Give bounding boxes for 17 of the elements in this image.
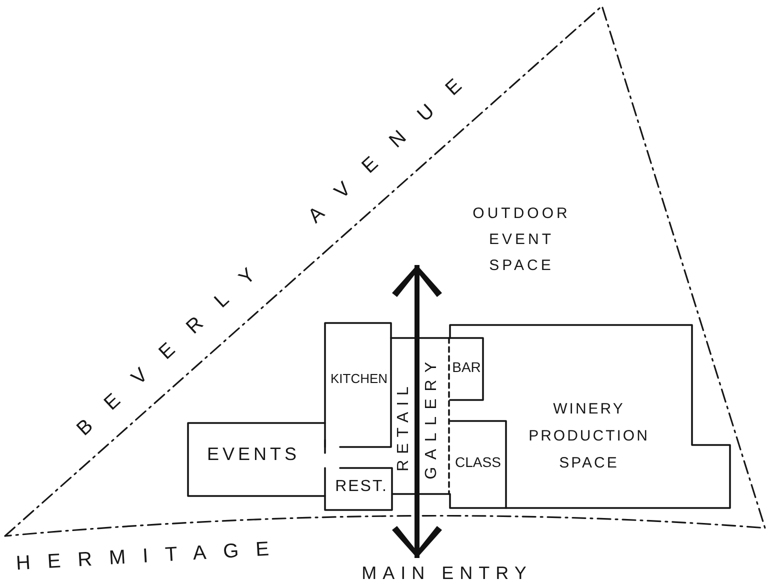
room-outline — [325, 323, 391, 448]
room-outline — [450, 421, 506, 508]
room-label: EVENTS — [206, 443, 300, 465]
room-label: KITCHEN — [330, 371, 388, 387]
room-label: GALLERY — [424, 354, 440, 479]
area-label: OUTDOOR EVENT SPACE — [472, 204, 570, 276]
room-label: RETAIL — [396, 380, 412, 472]
room-label: BAR — [452, 359, 481, 375]
site-boundary — [5, 6, 765, 537]
street-label: HERMITAGE — [14, 536, 286, 576]
entry-label: MAIN ENTRY — [362, 562, 532, 584]
room-label: CLASS — [455, 454, 501, 470]
room-outline — [325, 468, 392, 510]
corridor-outline — [391, 338, 449, 494]
room-label: REST. — [335, 478, 388, 496]
room-outline — [450, 338, 483, 400]
room-label: WINERY PRODUCTION SPACE — [528, 399, 650, 473]
